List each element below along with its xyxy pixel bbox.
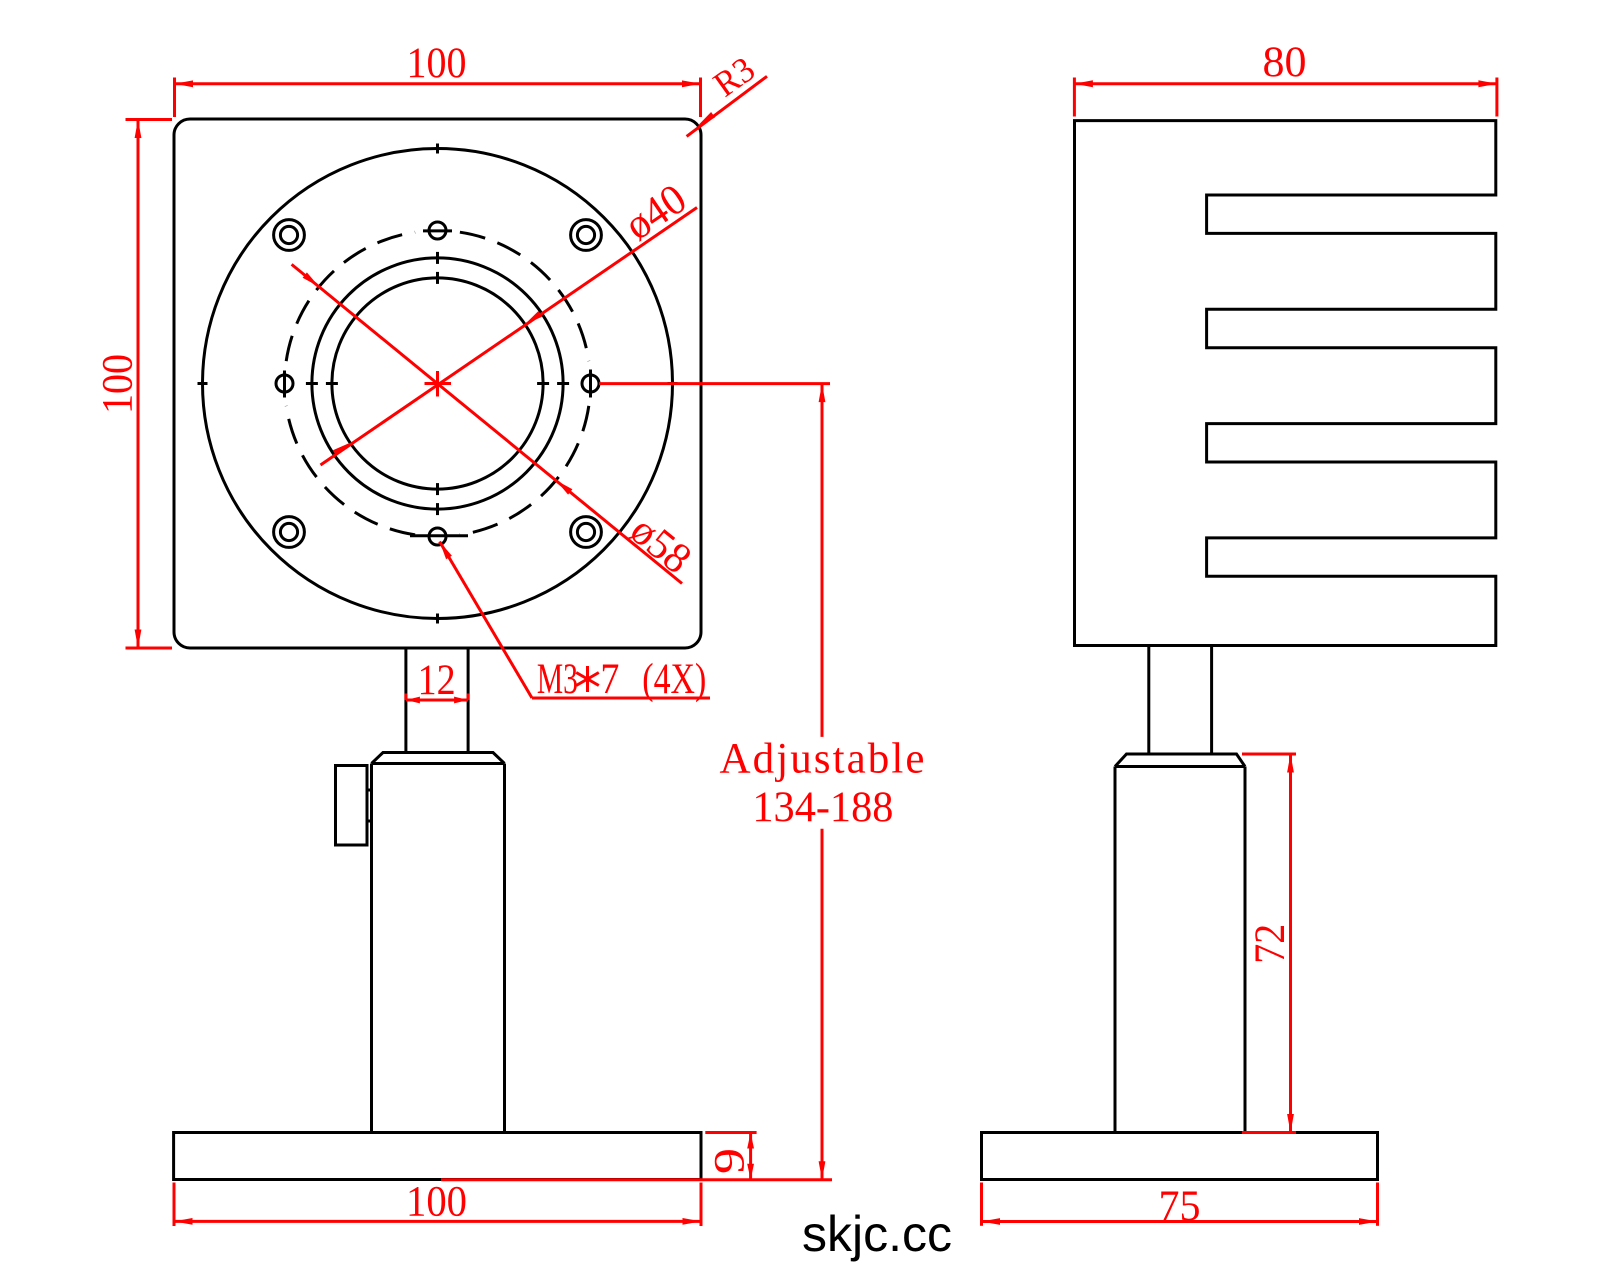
svg-text:M3: M3 — [537, 656, 578, 703]
svg-text:12: 12 — [418, 657, 456, 704]
svg-text:80: 80 — [1263, 39, 1307, 86]
svg-text:Adjustable: Adjustable — [720, 735, 925, 782]
svg-text:9: 9 — [707, 1148, 754, 1174]
svg-text:(4X): (4X) — [642, 656, 706, 703]
svg-text:75: 75 — [1159, 1183, 1201, 1230]
svg-text:skjc.cc: skjc.cc — [802, 1206, 952, 1262]
svg-text:134-188: 134-188 — [752, 784, 893, 831]
svg-text:7: 7 — [600, 656, 619, 703]
svg-text:100: 100 — [95, 354, 142, 414]
svg-text:100: 100 — [406, 1178, 467, 1225]
svg-text:72: 72 — [1247, 924, 1294, 964]
svg-text:100: 100 — [407, 40, 467, 87]
